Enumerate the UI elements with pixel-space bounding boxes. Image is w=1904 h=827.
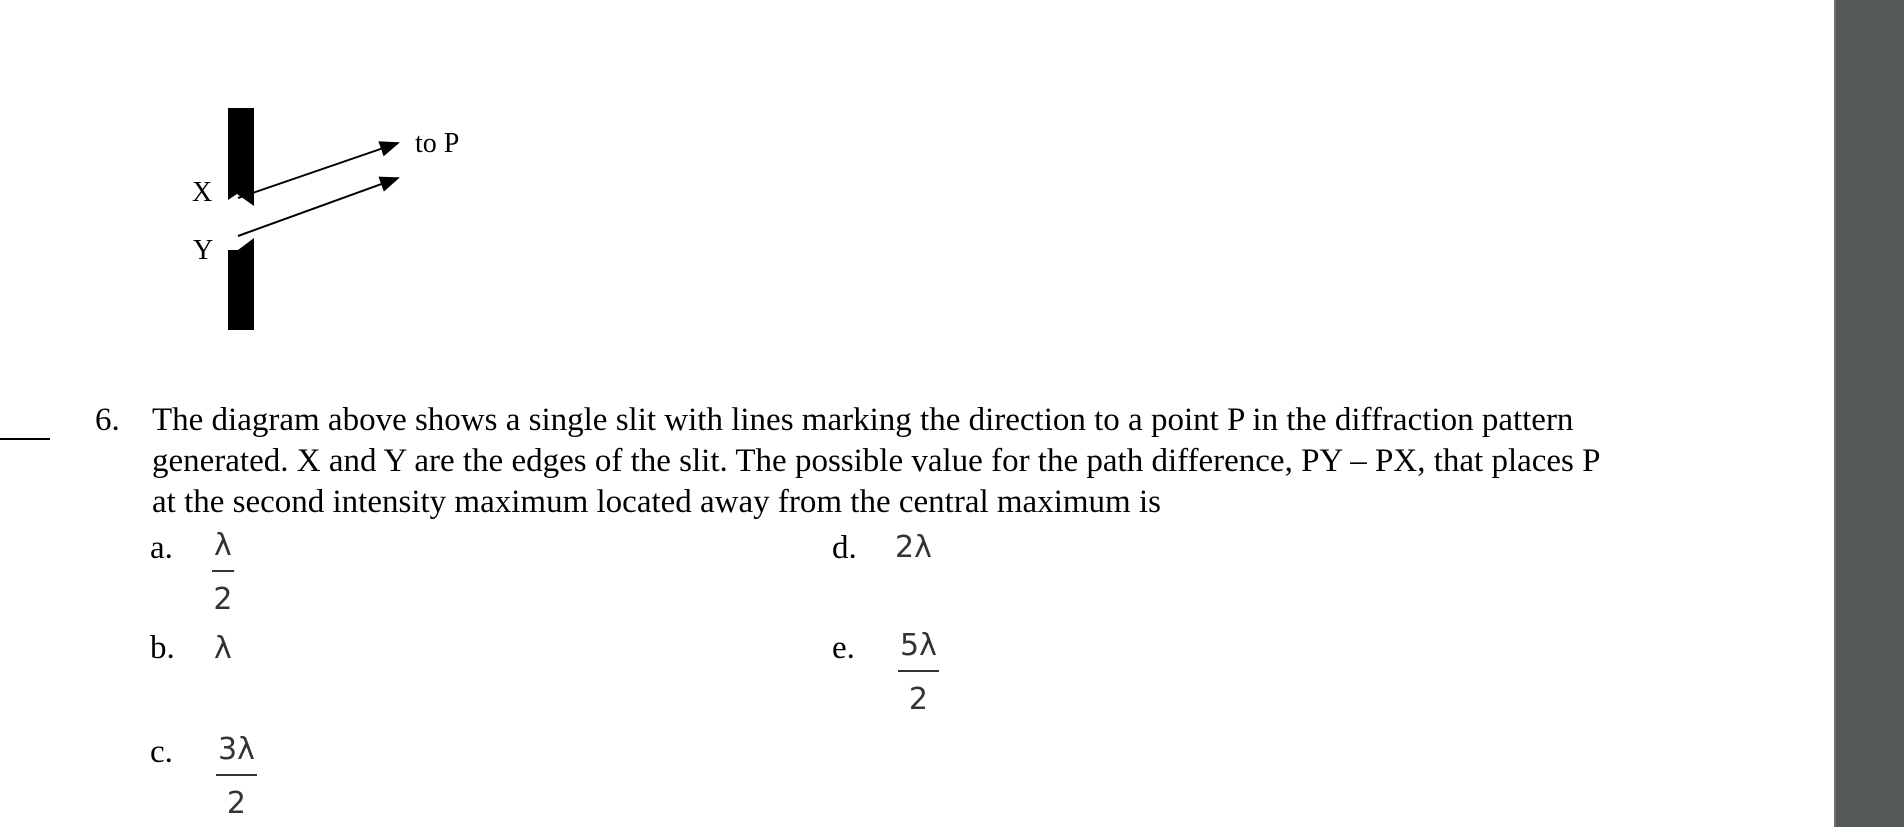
fraction-bar xyxy=(212,570,234,572)
option-a-letter: a. xyxy=(150,530,173,566)
question-line: The diagram above shows a single slit wi… xyxy=(152,402,1574,438)
slit-edge-x xyxy=(228,194,254,206)
scrollbar-edge xyxy=(1834,0,1836,827)
label-y: Y xyxy=(193,235,213,266)
option-d-letter: d. xyxy=(832,530,857,566)
option-b-value[interactable]: λ xyxy=(214,631,232,666)
answer-blank xyxy=(0,438,50,440)
option-e-denominator: 2 xyxy=(908,682,928,717)
vertical-scrollbar[interactable] xyxy=(1834,0,1904,827)
slit-barrier-bottom xyxy=(228,238,254,330)
option-c-letter: c. xyxy=(150,734,173,770)
option-e-numerator: 5λ xyxy=(900,628,937,663)
option-b-letter: b. xyxy=(150,630,175,666)
slit-edge-y xyxy=(228,238,254,250)
single-slit-diagram: X Y to P xyxy=(192,108,459,330)
option-d-value[interactable]: 2λ xyxy=(895,530,932,565)
question-number: 6. xyxy=(95,402,120,438)
question-line: generated. X and Y are the edges of the … xyxy=(152,443,1601,479)
question-text: The diagram above shows a single slit wi… xyxy=(152,400,1742,523)
option-c-numerator: 3λ xyxy=(218,732,255,767)
option-a-value[interactable]: λ 2 xyxy=(212,528,234,618)
ray-from-y xyxy=(237,176,400,237)
option-a-denominator: 2 xyxy=(213,582,233,617)
label-x: X xyxy=(192,177,212,208)
option-c-value[interactable]: 3λ 2 xyxy=(216,732,257,822)
label-to-p: to P xyxy=(415,128,459,159)
fraction-bar xyxy=(898,670,939,672)
question-line: at the second intensity maximum located … xyxy=(152,484,1161,520)
option-a-numerator: λ xyxy=(214,528,232,563)
option-c-denominator: 2 xyxy=(226,786,246,821)
fraction-bar xyxy=(216,774,257,776)
ray-from-x xyxy=(237,141,400,199)
slit-barrier-top xyxy=(228,108,254,206)
option-e-value[interactable]: 5λ 2 xyxy=(898,628,939,718)
option-e-letter: e. xyxy=(832,630,855,666)
